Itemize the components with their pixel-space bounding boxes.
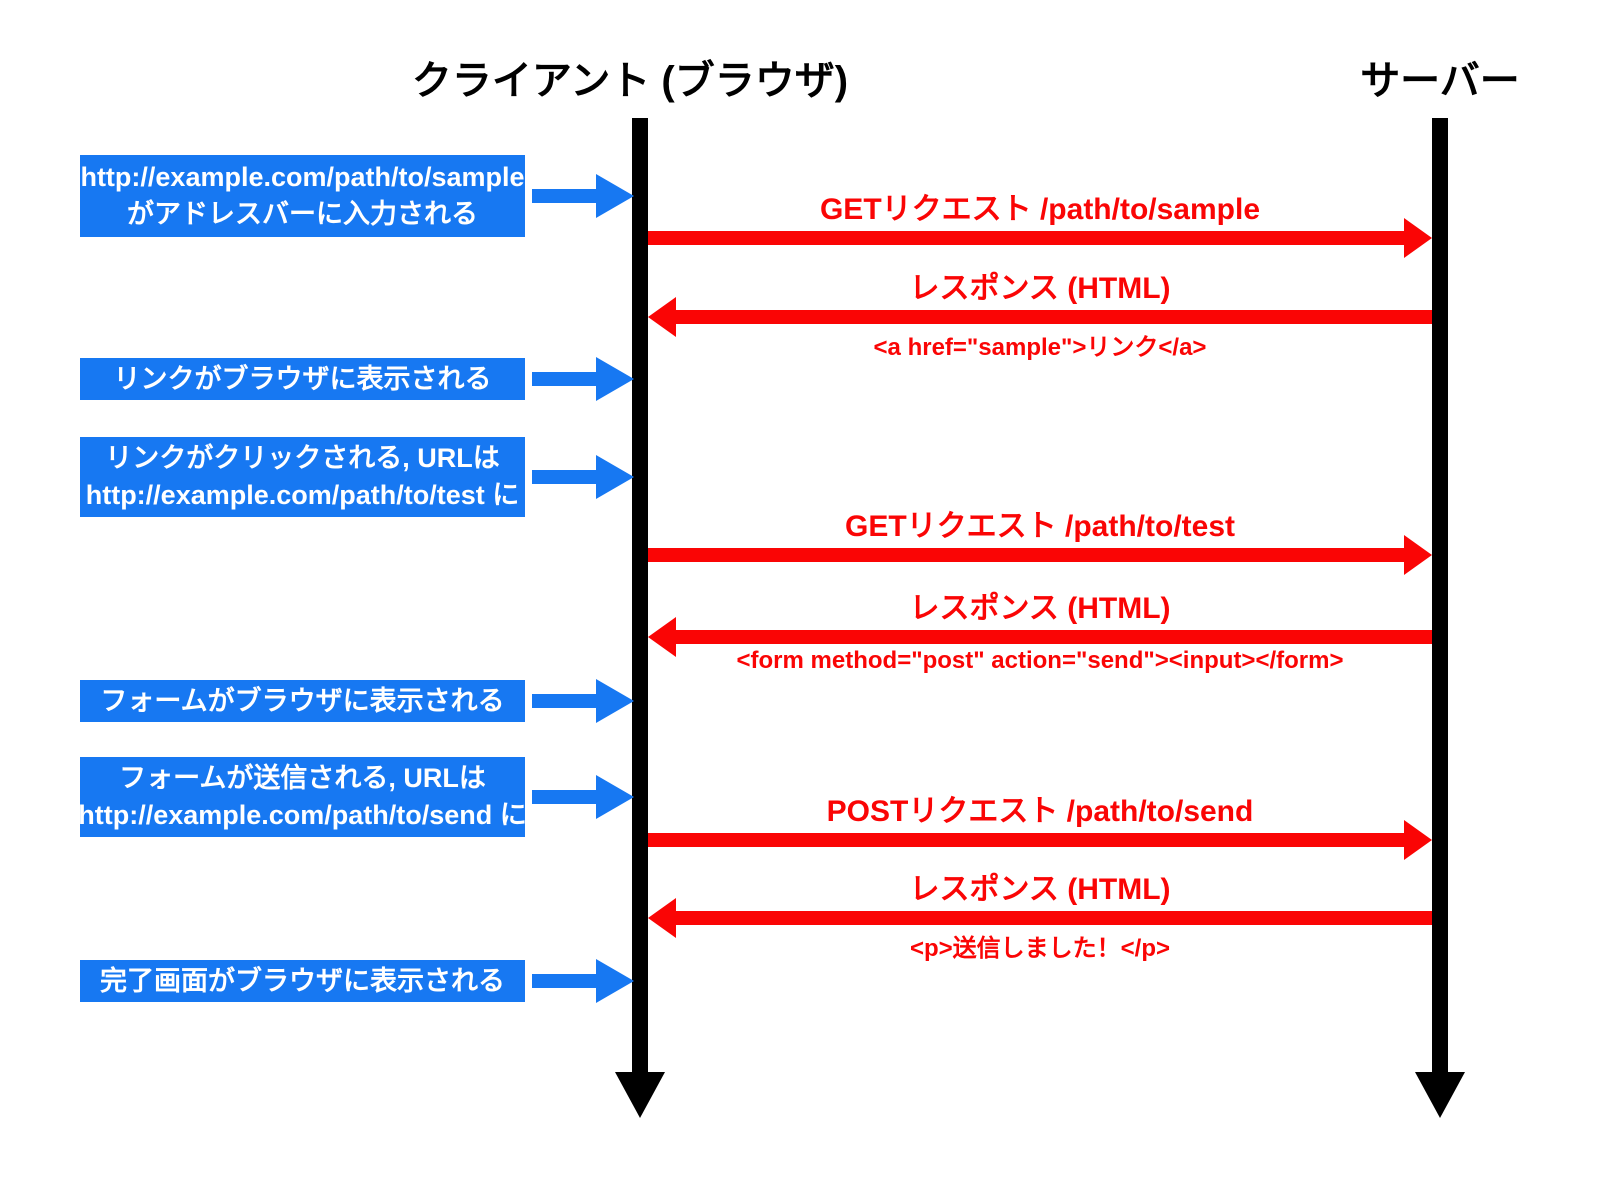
request-arrow-icon [1404, 218, 1432, 258]
message-label: レスポンス (HTML) [909, 592, 1171, 625]
step-text-line2: がアドレスバーに入力される [127, 199, 478, 229]
step-box: フォームが送信される, URLは http://example.com/path… [78, 757, 527, 837]
response-arrow-icon [648, 898, 676, 938]
step-complete-displayed: 完了画面がブラウザに表示される [80, 959, 634, 1003]
step-arrow-icon [596, 174, 634, 218]
request-arrow-icon [1404, 535, 1432, 575]
step-text-line2: http://example.com/path/to/send に [78, 800, 527, 830]
message-code: <p>送信しました！</p> [909, 935, 1171, 962]
step-text-line1: リンクがブラウザに表示される [113, 363, 492, 394]
message-code: <a href="sample">リンク</a> [873, 334, 1207, 361]
step-box: 完了画面がブラウザに表示される [80, 960, 525, 1002]
response-arrow-icon [648, 617, 676, 657]
step-arrow-shaft [532, 372, 598, 386]
client-lifeline [632, 118, 648, 1074]
message-label: レスポンス (HTML) [909, 873, 1171, 906]
request-arrow-shaft [648, 231, 1406, 245]
step-address-bar: http://example.com/path/to/sample がアドレスバ… [80, 155, 634, 237]
step-text-line2: http://example.com/path/to/test に [85, 480, 520, 510]
step-arrow-icon [596, 357, 634, 401]
client-title: クライアント (ブラウザ) [411, 59, 849, 103]
step-arrow-shaft [532, 694, 598, 708]
message-label: GETリクエスト /path/to/sample [819, 193, 1261, 226]
step-link-displayed: リンクがブラウザに表示される [80, 357, 634, 401]
message-label: GETリクエスト /path/to/test [845, 510, 1235, 543]
server-lifeline-arrow-icon [1415, 1072, 1465, 1118]
request-arrow-shaft [648, 833, 1406, 847]
step-text-line1: リンクがクリックされる, URLは [105, 443, 500, 473]
step-arrow-icon [596, 775, 634, 819]
step-text-line1: フォームが送信される, URLは [119, 763, 486, 793]
step-box: http://example.com/path/to/sample がアドレスバ… [80, 155, 525, 237]
server-lifeline [1432, 118, 1448, 1074]
step-arrow-shaft [532, 189, 598, 203]
step-box: リンクがブラウザに表示される [80, 358, 525, 400]
step-text-line1: フォームがブラウザに表示される [100, 685, 505, 716]
message-code: <form method="post" action="send"><input… [736, 647, 1344, 674]
step-form-displayed: フォームがブラウザに表示される [80, 679, 634, 723]
message-label: レスポンス (HTML) [909, 272, 1171, 305]
request-arrow-shaft [648, 548, 1406, 562]
client-lifeline-arrow-icon [615, 1072, 665, 1118]
server-title: サーバー [1360, 59, 1520, 103]
response-arrow-shaft [674, 630, 1432, 644]
step-link-clicked: リンクがクリックされる, URLは http://example.com/pat… [80, 437, 634, 517]
step-text-line1: 完了画面がブラウザに表示される [100, 965, 505, 996]
step-arrow-icon [596, 455, 634, 499]
step-arrow-shaft [532, 974, 598, 988]
step-box: フォームがブラウザに表示される [80, 680, 525, 722]
step-arrow-icon [596, 679, 634, 723]
step-text-line1: http://example.com/path/to/sample [80, 162, 525, 192]
step-arrow-shaft [532, 790, 598, 804]
step-arrow-icon [596, 959, 634, 1003]
step-box: リンクがクリックされる, URLは http://example.com/pat… [80, 437, 525, 517]
message-label: POSTリクエスト /path/to/send [826, 795, 1254, 828]
response-arrow-shaft [674, 911, 1432, 925]
response-arrow-icon [648, 297, 676, 337]
response-arrow-shaft [674, 310, 1432, 324]
request-arrow-icon [1404, 820, 1432, 860]
step-form-submitted: フォームが送信される, URLは http://example.com/path… [78, 757, 634, 837]
step-arrow-shaft [532, 470, 598, 484]
